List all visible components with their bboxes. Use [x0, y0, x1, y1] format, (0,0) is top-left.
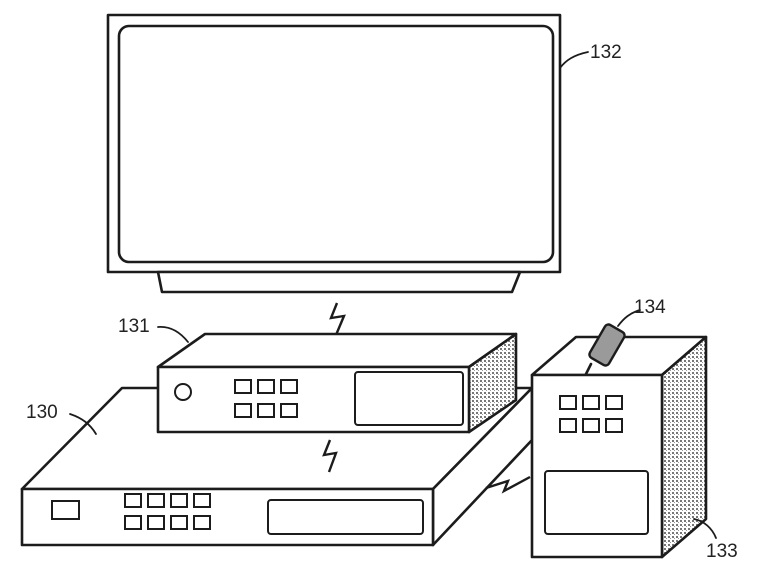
stb-button[interactable] — [280, 403, 298, 418]
leader-line-131 — [157, 326, 189, 343]
stb-button[interactable] — [280, 379, 298, 394]
ref-label-134: 134 — [634, 297, 666, 318]
stb-power-knob[interactable] — [174, 383, 192, 401]
leader-line-133 — [693, 518, 717, 539]
leader-line-134 — [617, 309, 641, 327]
tower-side — [660, 335, 708, 559]
display-screen — [117, 24, 555, 264]
set-top-box — [156, 332, 518, 434]
base-button[interactable] — [170, 515, 188, 530]
base-button[interactable] — [170, 493, 188, 508]
base-button[interactable] — [193, 515, 211, 530]
tower-button[interactable] — [559, 418, 577, 433]
base-button[interactable] — [124, 493, 142, 508]
base-unit-indicator — [51, 500, 80, 520]
ref-label-130: 130 — [26, 402, 58, 423]
stb-button[interactable] — [234, 403, 252, 418]
tower-button[interactable] — [605, 418, 623, 433]
ref-label-132: 132 — [590, 42, 622, 63]
tower-button[interactable] — [582, 418, 600, 433]
wireless-link-base-tower — [485, 475, 531, 494]
stb-button[interactable] — [257, 403, 275, 418]
wireless-link-tv-stb — [329, 302, 346, 336]
base-button[interactable] — [193, 493, 211, 508]
stb-keypad — [234, 379, 298, 418]
tower-display-window — [544, 470, 649, 535]
dongle-device[interactable] — [584, 323, 626, 376]
stb-display-window — [354, 371, 464, 426]
base-unit-display-slot — [267, 499, 424, 535]
wireless-link-stb-base — [322, 439, 338, 473]
tower-button[interactable] — [559, 395, 577, 410]
display-bezel — [106, 13, 562, 274]
tower-unit — [530, 335, 708, 559]
leader-line-132 — [559, 51, 589, 69]
stb-top — [156, 332, 518, 369]
base-button[interactable] — [147, 515, 165, 530]
stb-button[interactable] — [257, 379, 275, 394]
base-button[interactable] — [124, 515, 142, 530]
dongle-connector — [584, 362, 593, 376]
base-unit-keypad — [124, 493, 211, 530]
tower-keypad — [559, 395, 623, 433]
leader-line-130 — [69, 413, 97, 435]
ref-label-131: 131 — [118, 316, 150, 337]
dongle-body — [588, 323, 626, 367]
ref-label-133: 133 — [706, 541, 738, 562]
tower-button[interactable] — [582, 395, 600, 410]
stb-button[interactable] — [234, 379, 252, 394]
tower-button[interactable] — [605, 395, 623, 410]
base-button[interactable] — [147, 493, 165, 508]
display-stand — [156, 270, 522, 294]
display-device — [106, 13, 562, 294]
